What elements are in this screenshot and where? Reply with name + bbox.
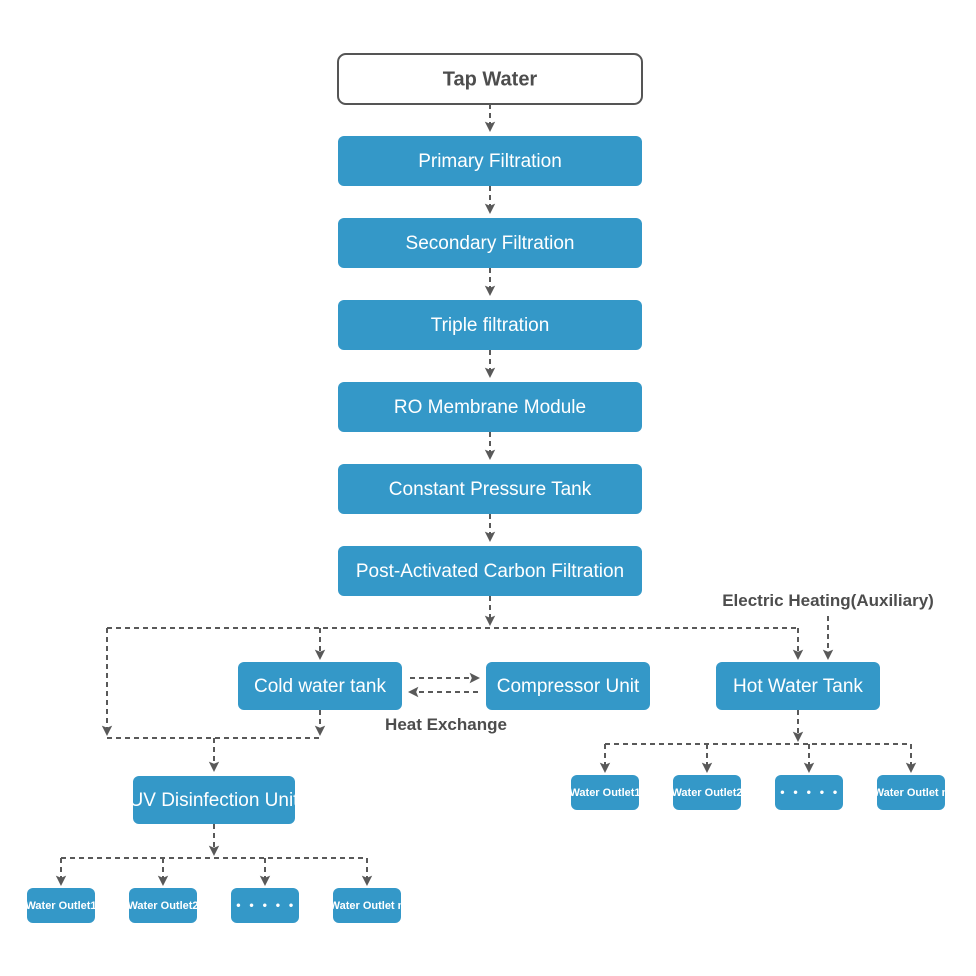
cold-water-tank-box[interactable] (238, 662, 402, 710)
post-activated-carbon-filtration-box[interactable] (338, 546, 642, 596)
cold-outlet-ellipsis-box[interactable] (231, 888, 299, 923)
ro-membrane-module-box[interactable] (338, 382, 642, 432)
cold-outlet-ellipsis-label: • • • • • • • • • (210, 897, 322, 912)
constant-pressure-tank-label: Constant Pressure Tank (389, 479, 592, 500)
cold-water-tank-label: Cold water tank (254, 676, 387, 697)
hot-outlet-2-label: Water Outlet2 (671, 787, 742, 799)
node-primary-filtration[interactable]: Primary Filtration (338, 136, 642, 186)
node-hot-outlet-ellipsis[interactable]: • • • • • • • • • (754, 775, 866, 810)
constant-pressure-tank-box[interactable] (338, 464, 642, 514)
uv-disinfection-unit-box[interactable] (133, 776, 295, 824)
node-cold-water-tank[interactable]: Cold water tank (238, 662, 402, 710)
node-constant-pressure-tank[interactable]: Constant Pressure Tank (338, 464, 642, 514)
cold-outlet-1-label: Water Outlet1 (25, 900, 96, 912)
post-activated-carbon-filtration-label: Post-Activated Carbon Filtration (356, 561, 624, 582)
node-compressor-unit[interactable]: Compressor Unit (486, 662, 650, 710)
node-triple-filtration[interactable]: Triple filtration (338, 300, 642, 350)
node-hot-outlet-n[interactable]: Water Outlet n (874, 775, 949, 810)
hot-outlet-n-label: Water Outlet n (874, 787, 949, 799)
hot-outlet-ellipsis-label: • • • • • • • • • (754, 784, 866, 799)
hot-outlet-1-box[interactable] (571, 775, 639, 810)
cold-outlet-2-label: Water Outlet2 (127, 900, 198, 912)
primary-filtration-label: Primary Filtration (418, 151, 562, 172)
ro-membrane-module-label: RO Membrane Module (394, 397, 586, 418)
triple-filtration-label: Triple filtration (431, 315, 550, 336)
secondary-filtration-box[interactable] (338, 218, 642, 268)
hot-outlet-n-box[interactable] (877, 775, 945, 810)
compressor-unit-label: Compressor Unit (497, 676, 640, 697)
hot-outlet-2-box[interactable] (673, 775, 741, 810)
cold-outlet-2-box[interactable] (129, 888, 197, 923)
electric-heating-annotation: Electric Heating(Auxiliary) (722, 591, 934, 610)
cold-outlet-n-label: Water Outlet n (330, 900, 405, 912)
hot-outlet-ellipsis-box[interactable] (775, 775, 843, 810)
hot-water-tank-box[interactable] (716, 662, 880, 710)
node-ro-membrane-module[interactable]: RO Membrane Module (338, 382, 642, 432)
uv-disinfection-unit-label: UV Disinfection Unit (130, 790, 300, 811)
primary-filtration-box[interactable] (338, 136, 642, 186)
node-secondary-filtration[interactable]: Secondary Filtration (338, 218, 642, 268)
node-uv-disinfection-unit[interactable]: UV Disinfection Unit (130, 776, 300, 824)
compressor-unit-box[interactable] (486, 662, 650, 710)
triple-filtration-box[interactable] (338, 300, 642, 350)
node-hot-outlet-1[interactable]: Water Outlet1 (569, 775, 641, 810)
node-cold-outlet-2[interactable]: Water Outlet2 (127, 888, 199, 923)
cold-outlet-n-box[interactable] (333, 888, 401, 923)
node-hot-water-tank[interactable]: Hot Water Tank (716, 662, 880, 710)
node-cold-outlet-n[interactable]: Water Outlet n (330, 888, 405, 923)
secondary-filtration-label: Secondary Filtration (406, 233, 575, 254)
node-tap-water[interactable]: Tap Water (337, 53, 643, 105)
node-post-activated-carbon-filtration[interactable]: Post-Activated Carbon Filtration (338, 546, 642, 596)
node-hot-outlet-2[interactable]: Water Outlet2 (671, 775, 743, 810)
node-cold-outlet-1[interactable]: Water Outlet1 (25, 888, 97, 923)
heat-exchange-annotation: Heat Exchange (385, 715, 507, 734)
hot-water-tank-label: Hot Water Tank (733, 676, 863, 697)
hot-outlet-1-label: Water Outlet1 (569, 787, 640, 799)
node-cold-outlet-ellipsis[interactable]: • • • • • • • • • (210, 888, 322, 923)
cold-outlet-1-box[interactable] (27, 888, 95, 923)
tap-water-label: Tap Water (443, 68, 538, 90)
